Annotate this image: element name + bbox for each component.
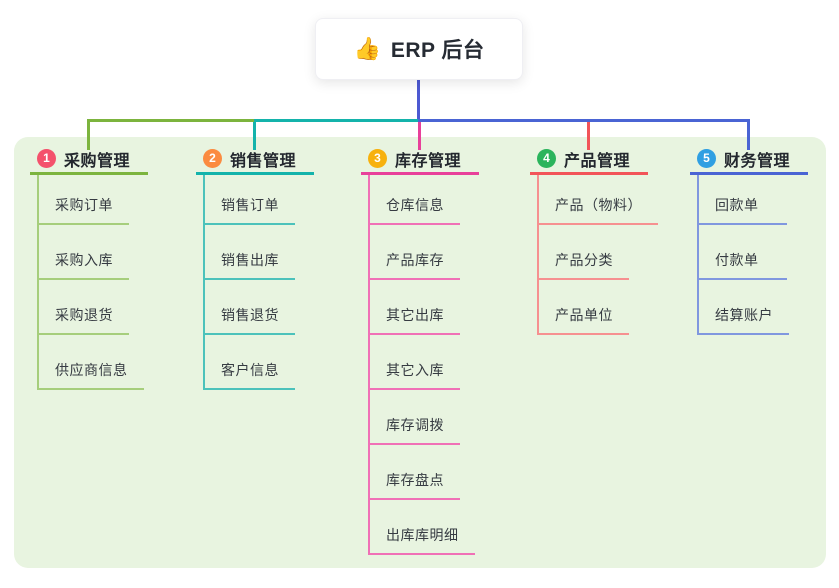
branch-1: 1 采购管理 采购订单 采购入库 采购退货 供应商信息 bbox=[30, 145, 148, 390]
branch-number-badge: 1 bbox=[37, 149, 56, 168]
child-node[interactable]: 产品分类 bbox=[539, 225, 629, 280]
root-connector-line bbox=[417, 80, 420, 121]
child-node[interactable]: 采购订单 bbox=[39, 175, 129, 225]
child-node-label: 结算账户 bbox=[715, 307, 773, 323]
child-node-label: 产品库存 bbox=[386, 252, 444, 268]
child-node[interactable]: 采购入库 bbox=[39, 225, 129, 280]
branch-label: 产品管理 bbox=[564, 152, 631, 170]
child-node-label: 产品单位 bbox=[555, 307, 613, 323]
root-node[interactable]: 👍 ERP 后台 bbox=[315, 18, 523, 80]
branch-drop-line-5 bbox=[747, 122, 750, 150]
child-node-label: 库存调拨 bbox=[386, 417, 444, 433]
child-node[interactable]: 产品单位 bbox=[539, 280, 629, 335]
branch-drop-line-3 bbox=[418, 122, 421, 150]
branch-header[interactable]: 2 销售管理 bbox=[196, 145, 314, 175]
child-node[interactable]: 客户信息 bbox=[205, 335, 295, 390]
branch-header[interactable]: 5 财务管理 bbox=[690, 145, 808, 175]
child-node-label: 付款单 bbox=[715, 252, 759, 268]
child-node-label: 销售订单 bbox=[221, 197, 279, 213]
child-node-label: 其它出库 bbox=[386, 307, 444, 323]
branch-number-badge: 2 bbox=[203, 149, 222, 168]
child-node[interactable]: 出库库明细 bbox=[370, 500, 475, 555]
branch-2: 2 销售管理 销售订单 销售出库 销售退货 客户信息 bbox=[196, 145, 314, 390]
branches-panel bbox=[14, 137, 826, 568]
child-node-label: 供应商信息 bbox=[55, 362, 128, 378]
child-node[interactable]: 付款单 bbox=[699, 225, 787, 280]
branch-drop-line-1 bbox=[87, 122, 90, 150]
branch-label: 财务管理 bbox=[724, 152, 791, 170]
branch-4: 4 产品管理 产品（物料） 产品分类 产品单位 bbox=[530, 145, 658, 335]
child-node[interactable]: 其它入库 bbox=[370, 335, 460, 390]
child-node[interactable]: 采购退货 bbox=[39, 280, 129, 335]
root-node-label: ERP 后台 bbox=[390, 39, 485, 62]
child-node-label: 采购订单 bbox=[55, 197, 113, 213]
bus-segment-teal bbox=[254, 119, 418, 122]
child-node-label: 出库库明细 bbox=[386, 527, 459, 543]
child-node-label: 产品（物料） bbox=[555, 197, 642, 213]
child-node-label: 其它入库 bbox=[386, 362, 444, 378]
branch-children: 仓库信息 产品库存 其它出库 其它入库 库存调拨 库存盘点 出库库明细 bbox=[368, 175, 479, 555]
child-node[interactable]: 回款单 bbox=[699, 175, 787, 225]
child-node-label: 仓库信息 bbox=[386, 197, 444, 213]
child-node-label: 回款单 bbox=[715, 197, 759, 213]
branch-header[interactable]: 1 采购管理 bbox=[30, 145, 148, 175]
child-node[interactable]: 库存盘点 bbox=[370, 445, 460, 500]
child-node[interactable]: 产品（物料） bbox=[539, 175, 658, 225]
branch-children: 采购订单 采购入库 采购退货 供应商信息 bbox=[37, 175, 148, 390]
branch-number-badge: 5 bbox=[697, 149, 716, 168]
branch-header[interactable]: 4 产品管理 bbox=[530, 145, 648, 175]
bus-segment-green bbox=[87, 119, 254, 122]
child-node-label: 销售出库 bbox=[221, 252, 279, 268]
child-node-label: 采购入库 bbox=[55, 252, 113, 268]
branch-number-badge: 4 bbox=[537, 149, 556, 168]
bus-segment-blue bbox=[418, 119, 750, 122]
branch-drop-line-4 bbox=[587, 122, 590, 150]
child-node[interactable]: 销售订单 bbox=[205, 175, 295, 225]
child-node-label: 销售退货 bbox=[221, 307, 279, 323]
branch-drop-line-2 bbox=[253, 122, 256, 150]
child-node-label: 库存盘点 bbox=[386, 472, 444, 488]
thumbs-up-icon: 👍 bbox=[353, 36, 381, 61]
branch-5: 5 财务管理 回款单 付款单 结算账户 bbox=[690, 145, 808, 335]
child-node[interactable]: 供应商信息 bbox=[39, 335, 144, 390]
branch-header[interactable]: 3 库存管理 bbox=[361, 145, 479, 175]
branch-children: 回款单 付款单 结算账户 bbox=[697, 175, 808, 335]
branch-label: 销售管理 bbox=[230, 152, 297, 170]
child-node[interactable]: 结算账户 bbox=[699, 280, 789, 335]
child-node[interactable]: 其它出库 bbox=[370, 280, 460, 335]
child-node-label: 采购退货 bbox=[55, 307, 113, 323]
child-node[interactable]: 仓库信息 bbox=[370, 175, 460, 225]
child-node-label: 客户信息 bbox=[221, 362, 279, 378]
branch-children: 产品（物料） 产品分类 产品单位 bbox=[537, 175, 658, 335]
branch-3: 3 库存管理 仓库信息 产品库存 其它出库 其它入库 库存调拨 库存盘点 出库库… bbox=[361, 145, 479, 555]
child-node[interactable]: 销售出库 bbox=[205, 225, 295, 280]
branch-label: 库存管理 bbox=[395, 152, 462, 170]
child-node[interactable]: 库存调拨 bbox=[370, 390, 460, 445]
branch-label: 采购管理 bbox=[64, 152, 131, 170]
child-node[interactable]: 销售退货 bbox=[205, 280, 295, 335]
branch-number-badge: 3 bbox=[368, 149, 387, 168]
branch-children: 销售订单 销售出库 销售退货 客户信息 bbox=[203, 175, 314, 390]
child-node-label: 产品分类 bbox=[555, 252, 613, 268]
child-node[interactable]: 产品库存 bbox=[370, 225, 460, 280]
